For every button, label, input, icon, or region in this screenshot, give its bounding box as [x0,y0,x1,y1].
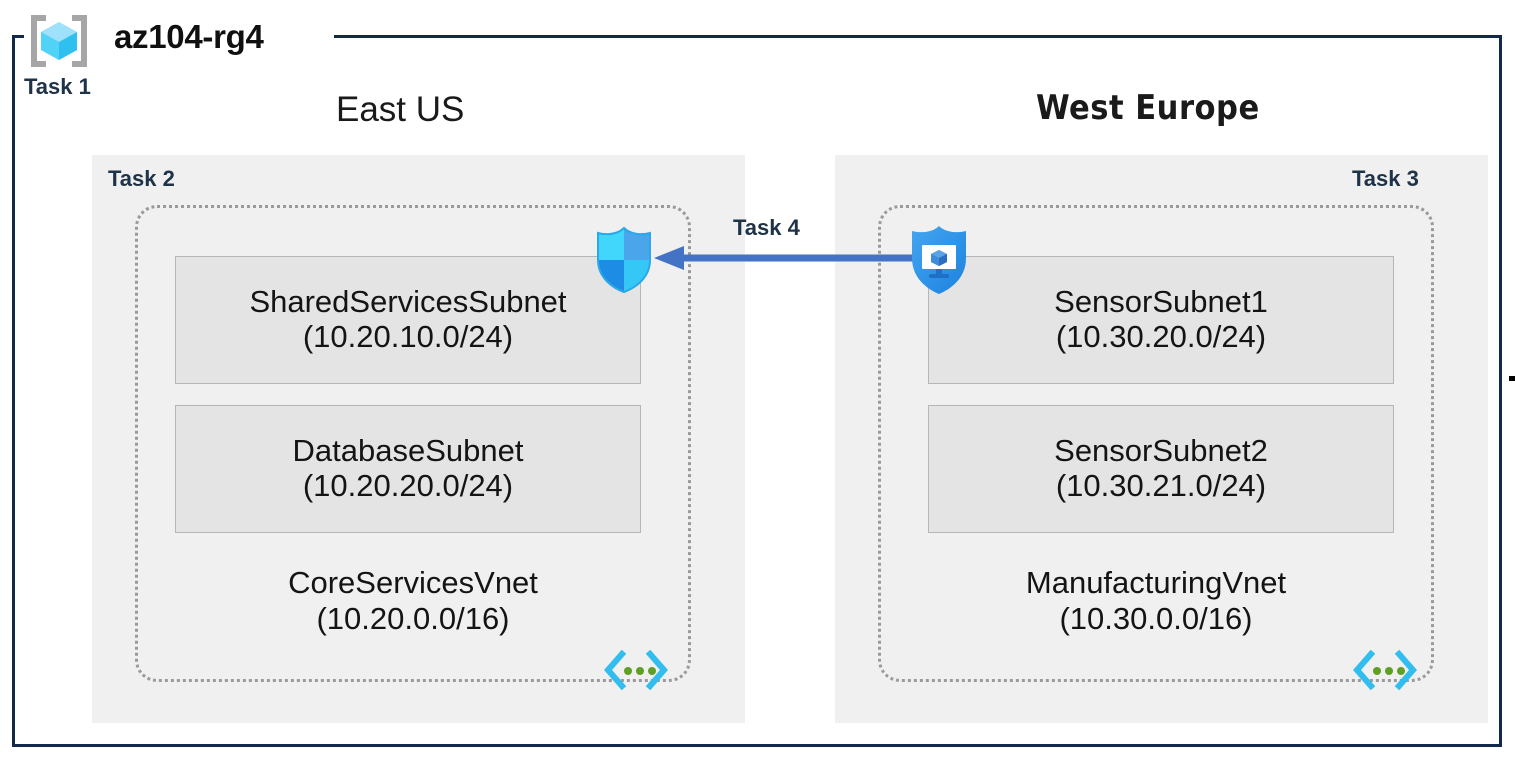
subnet-cidr: (10.20.20.0/24) [302,468,514,503]
subnet-cidr: (10.30.21.0/24) [1055,468,1267,503]
network-security-group-shield-icon [593,226,655,294]
vnet-core-services [135,205,691,682]
subnet-cidr: (10.30.20.0/24) [1055,319,1267,354]
vnet-peering-arrow-icon [652,240,920,276]
vnet-name-text: CoreServicesVnet [288,565,538,600]
subnet-name: SensorSubnet2 [1054,433,1268,469]
subnet-name: SharedServicesSubnet [249,284,567,320]
task-1-label: Task 1 [24,74,91,99]
subnet-name: DatabaseSubnet [292,433,524,469]
region-title-west-europe: West Europe [1036,88,1260,128]
task-3-label: Task 3 [1352,166,1419,191]
protected-virtual-machine-shield-icon [908,224,970,296]
vnet-manufacturing [878,205,1434,682]
resource-group-frame [12,35,1502,747]
task-2-label: Task 2 [108,166,175,191]
region-title-east-us: East US [336,90,465,129]
virtual-network-icon [600,648,672,692]
vnet-label-manufacturing: ManufacturingVnet (10.30.0.0/16) [878,565,1434,636]
vnet-cidr-text: (10.30.0.0/16) [1059,600,1253,636]
subnet-name: SensorSubnet1 [1054,284,1268,320]
subnet-shared-services: SharedServicesSubnet (10.20.10.0/24) [175,256,641,384]
task-4-label: Task 4 [733,215,800,240]
subnet-cidr: (10.20.10.0/24) [302,319,514,354]
vnet-name-text: ManufacturingVnet [1025,565,1287,600]
virtual-network-icon [1349,648,1421,692]
resource-group-cube-icon [26,12,92,70]
subnet-sensor-1: SensorSubnet1 (10.30.20.0/24) [928,256,1394,384]
vnet-cidr-text: (10.20.0.0/16) [316,600,510,636]
subnet-sensor-2: SensorSubnet2 (10.30.21.0/24) [928,405,1394,533]
resource-group-title: az104-rg4 [114,18,264,55]
edge-artifact-mark [1509,376,1515,381]
vnet-label-core-services: CoreServicesVnet (10.20.0.0/16) [135,565,691,636]
subnet-database: DatabaseSubnet (10.20.20.0/24) [175,405,641,533]
